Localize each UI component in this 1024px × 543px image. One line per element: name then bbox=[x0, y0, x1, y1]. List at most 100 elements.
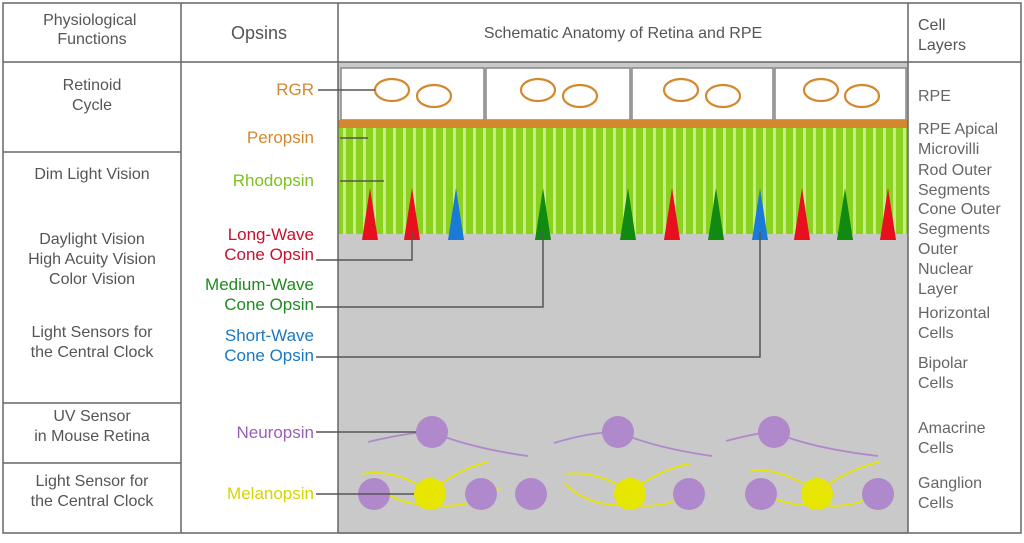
amacrine-soma bbox=[758, 416, 790, 448]
rod-stripe bbox=[653, 128, 656, 234]
blue-cone bbox=[752, 188, 768, 240]
rod-stripe bbox=[803, 128, 806, 234]
red-cone bbox=[880, 188, 896, 240]
rgr-ovals bbox=[373, 77, 881, 109]
opsin-label: RGR bbox=[276, 80, 314, 99]
rod-stripe bbox=[813, 128, 816, 234]
rod-stripe bbox=[643, 128, 646, 234]
rod-stripe bbox=[393, 128, 396, 234]
header-cell-layers: Cell Layers bbox=[918, 17, 966, 54]
rod-stripe bbox=[413, 128, 416, 234]
red-cone bbox=[404, 188, 420, 240]
rod-stripe bbox=[583, 128, 586, 234]
leader-lines bbox=[316, 89, 761, 495]
green-cone bbox=[620, 188, 636, 240]
rod-stripe bbox=[733, 128, 736, 234]
rpe-cell bbox=[340, 67, 485, 121]
rod-stripe bbox=[563, 128, 566, 234]
rod-stripe bbox=[693, 128, 696, 234]
red-cone bbox=[794, 188, 810, 240]
header-anatomy: Schematic Anatomy of Retina and RPE bbox=[484, 25, 762, 42]
rod-stripe bbox=[893, 128, 896, 234]
ganglion-cells bbox=[358, 478, 894, 510]
rod-stripe bbox=[493, 128, 496, 234]
rod-stripe bbox=[673, 128, 676, 234]
rgr-oval bbox=[704, 83, 742, 109]
opsin-label: Melanopsin bbox=[227, 484, 314, 503]
rgr-oval bbox=[561, 83, 599, 109]
rod-stripe bbox=[713, 128, 716, 234]
blue-cone bbox=[448, 188, 464, 240]
green-cone bbox=[708, 188, 724, 240]
rod-stripe bbox=[883, 128, 886, 234]
rod-stripe bbox=[783, 128, 786, 234]
cell-layer-label: RPE bbox=[918, 88, 951, 105]
rod-stripe bbox=[503, 128, 506, 234]
rod-stripe bbox=[513, 128, 516, 234]
ganglion-soma bbox=[862, 478, 894, 510]
ganglion-soma bbox=[515, 478, 547, 510]
outer-border bbox=[2, 2, 1022, 534]
header-functions: Physiological Functions bbox=[43, 12, 141, 48]
rod-stripe bbox=[453, 128, 456, 234]
medium-wave-leader bbox=[316, 232, 544, 308]
melanopsin-ganglion-soma bbox=[414, 478, 446, 510]
rod-stripe bbox=[623, 128, 626, 234]
rod-stripe bbox=[633, 128, 636, 234]
rod-stripe bbox=[463, 128, 466, 234]
rgr-oval bbox=[415, 83, 453, 109]
long-wave-leader bbox=[316, 232, 413, 261]
neuropsin-somas bbox=[416, 416, 790, 448]
cone-outer-segments bbox=[362, 188, 896, 240]
rgr-oval bbox=[802, 77, 840, 103]
rod-stripe bbox=[533, 128, 536, 234]
rod-stripe bbox=[703, 128, 706, 234]
rpe-cell bbox=[485, 67, 631, 121]
rod-stripe bbox=[823, 128, 826, 234]
rod-stripe bbox=[683, 128, 686, 234]
rod-stripe bbox=[383, 128, 386, 234]
rod-stripe bbox=[433, 128, 436, 234]
rod-stripe bbox=[613, 128, 616, 234]
short-wave-leader bbox=[316, 232, 761, 358]
rod-stripe bbox=[903, 128, 906, 234]
rpe-cells bbox=[340, 67, 907, 121]
rpe-cell bbox=[631, 67, 774, 121]
rod-stripe bbox=[773, 128, 776, 234]
rod-stripe bbox=[763, 128, 766, 234]
rod-stripe bbox=[663, 128, 666, 234]
rod-stripe bbox=[843, 128, 846, 234]
green-cone bbox=[837, 188, 853, 240]
melanopsin-ganglion-soma bbox=[614, 478, 646, 510]
peropsin-band bbox=[338, 120, 908, 128]
rod-stripe bbox=[743, 128, 746, 234]
rod-stripe bbox=[593, 128, 596, 234]
rod-stripe bbox=[723, 128, 726, 234]
amacrine-soma bbox=[416, 416, 448, 448]
header-opsins: Opsins bbox=[231, 23, 287, 43]
rod-stripe bbox=[793, 128, 796, 234]
rpe-cell bbox=[774, 67, 907, 121]
rod-stripe bbox=[403, 128, 406, 234]
rod-stripe bbox=[543, 128, 546, 234]
red-cone bbox=[664, 188, 680, 240]
rod-stripe bbox=[483, 128, 486, 234]
